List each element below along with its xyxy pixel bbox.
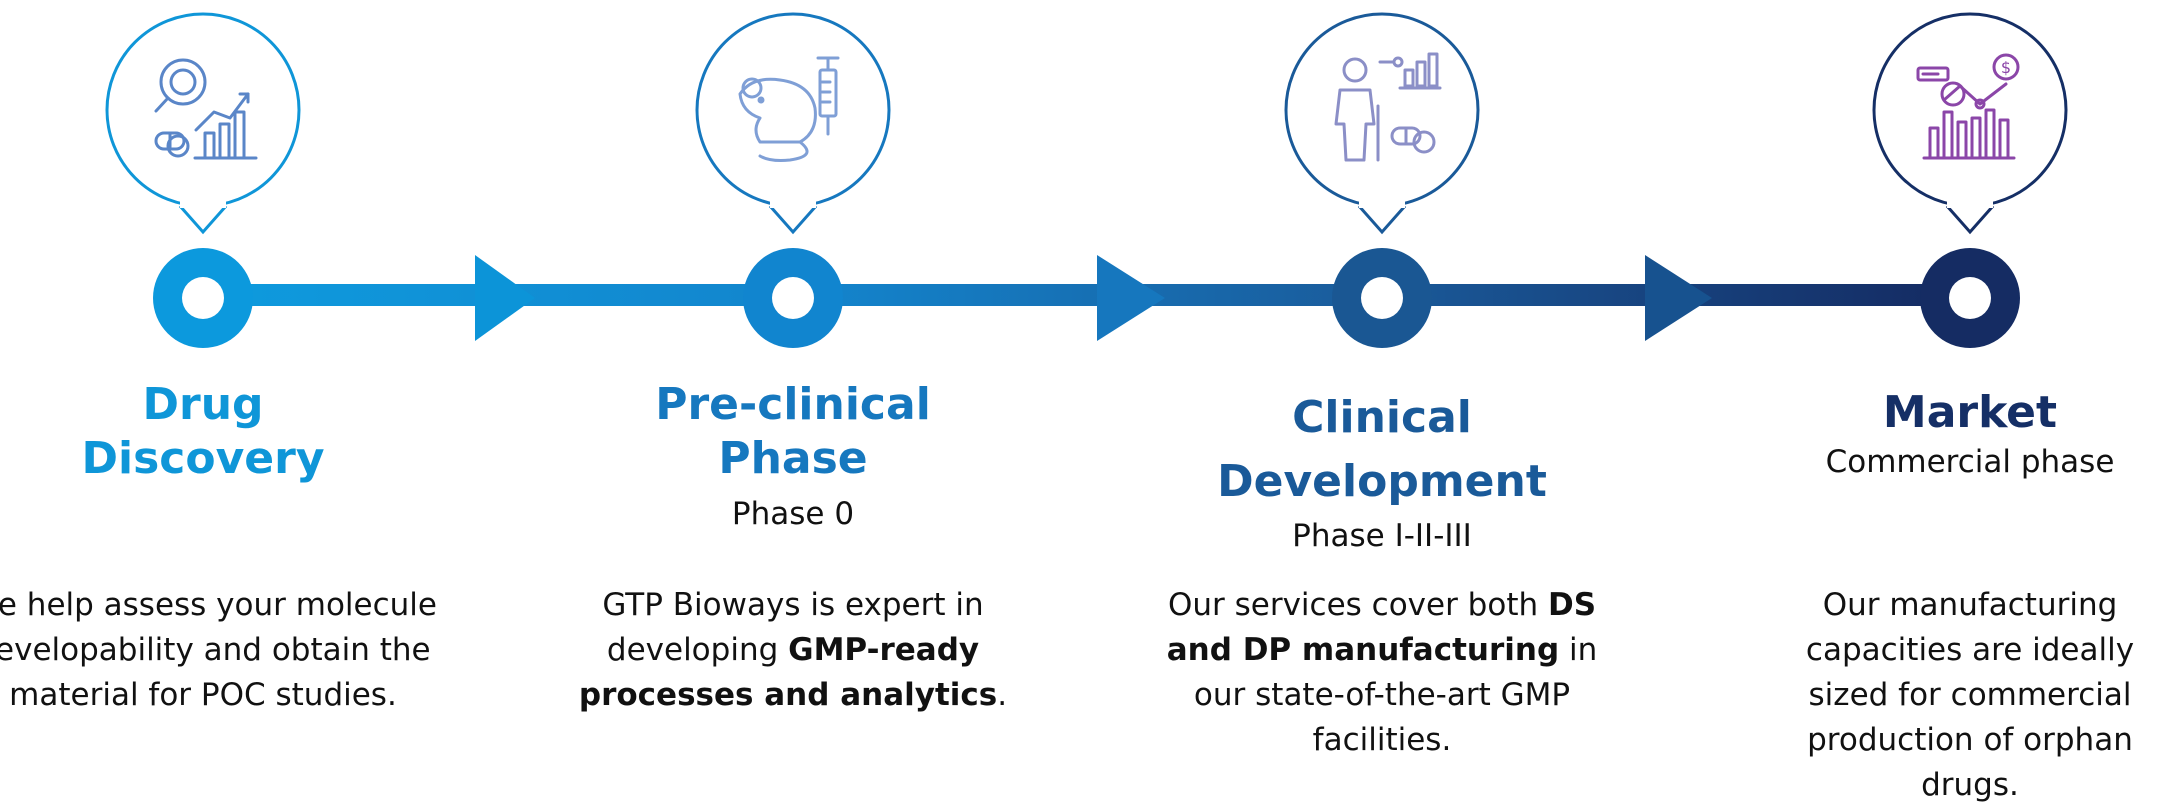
stage-subtitle: Commercial phase — [1825, 444, 2115, 480]
stage-node-4 — [1920, 248, 2020, 348]
map-pin-4 — [1872, 12, 2068, 235]
market-analytics-icon: $ — [1916, 53, 2020, 160]
arrowhead-2 — [1097, 255, 1165, 341]
description-text: We help assess your molecule developabil… — [0, 587, 437, 713]
stage-title: Market — [1740, 386, 2157, 440]
stage-title-line: Pre-clinical — [655, 379, 931, 430]
stage-node-1 — [153, 248, 253, 348]
stage-title-line: Market — [1882, 387, 2058, 438]
stage-node-2 — [743, 248, 843, 348]
map-pin-2 — [695, 12, 891, 235]
clinical-patient-icon — [1334, 52, 1442, 162]
description-text: Our services cover both — [1167, 587, 1548, 623]
stage-title: Drug Discovery — [0, 378, 433, 486]
description-text: GTP Bioways is expert in developing — [602, 587, 984, 668]
arrowhead-3 — [1645, 255, 1712, 341]
stage-title-line: Discovery — [81, 433, 325, 484]
arrowhead-1 — [475, 255, 535, 341]
description-bold-text: GMP-ready processes and analytics — [578, 632, 998, 713]
stage-title-line: Development — [1217, 456, 1547, 507]
svg-text:$: $ — [2001, 58, 2011, 77]
stage-title: Pre-clinical Phase — [563, 378, 1023, 486]
description-text: Our manufacturing capacities are ideally… — [1805, 587, 2135, 803]
stage-description: Our manufacturing capacities are ideally… — [1775, 583, 2157, 808]
stage-title-line: Phase — [718, 433, 868, 484]
stage-pre-clinical: Pre-clinical Phase Phase 0 — [563, 378, 1023, 534]
description-text: in our state-of-the-art GMP facilities. — [1193, 632, 1598, 758]
stage-drug-discovery: Drug Discovery — [0, 378, 433, 486]
stage-subtitle: Phase I-II-III — [1292, 518, 1472, 554]
stage-description: Our services cover both DS and DP manufa… — [1157, 583, 1607, 763]
drug-discovery-icon — [154, 58, 258, 160]
stage-title-line: Clinical — [1292, 392, 1472, 443]
stage-clinical-development: Clinical Development Phase I-II-III — [1152, 386, 1612, 556]
stage-node-3 — [1332, 248, 1432, 348]
stage-market: Market Commercial phase — [1740, 386, 2157, 482]
timeline-line — [200, 284, 1980, 306]
map-pin-3 — [1284, 12, 1480, 235]
description-bold-text: DS and DP manufacturing — [1166, 587, 1597, 668]
stage-subtitle: Phase 0 — [731, 496, 855, 532]
description-text: . — [997, 677, 1008, 713]
lab-mouse-syringe-icon — [738, 56, 840, 162]
stage-title: Clinical Development — [1152, 386, 1612, 514]
stage-description: We help assess your molecule developabil… — [0, 583, 453, 718]
stage-title-line: Drug — [142, 379, 264, 430]
stage-description: GTP Bioways is expert in developing GMP-… — [568, 583, 1018, 718]
